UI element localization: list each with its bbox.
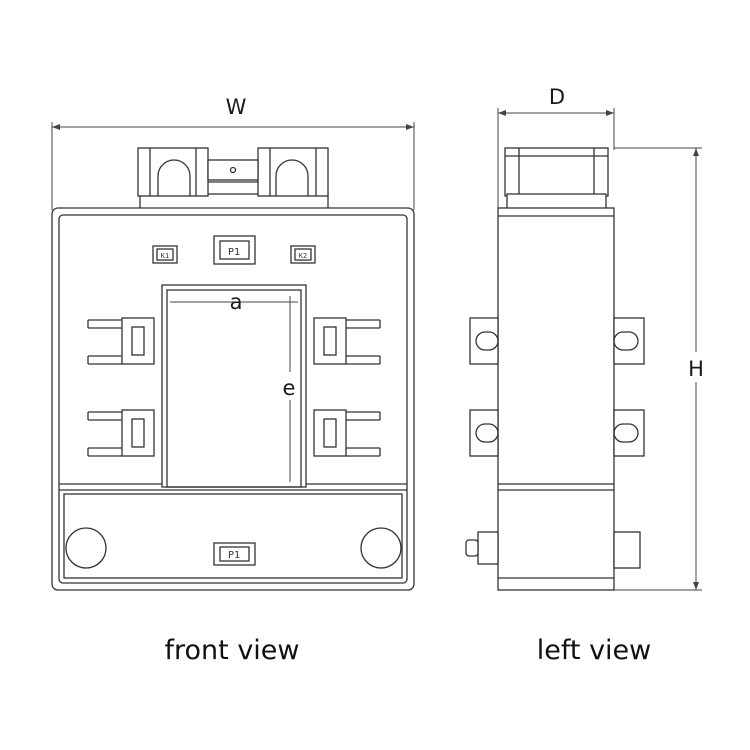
width-label: W (226, 95, 247, 119)
front-view-caption: front view (165, 635, 300, 666)
side-terminal-right-lower (613, 409, 645, 457)
height-dimension: H (614, 147, 710, 591)
mark-p1-center: P1 (213, 235, 256, 265)
depth-dimension: D (497, 85, 615, 210)
top-terminal-block (137, 147, 329, 211)
side-terminal-left-lower (469, 409, 499, 457)
window-height-dimension: e (278, 296, 300, 482)
mark-k2-label: K2 (299, 252, 307, 260)
left-view-caption: left view (537, 635, 652, 666)
depth-label: D (549, 85, 565, 109)
mounting-hole-left (65, 527, 107, 569)
height-label: H (688, 357, 704, 381)
side-stud-right (613, 531, 641, 569)
side-body (497, 207, 615, 591)
mark-k1-label: K1 (161, 252, 169, 260)
front-view: W (51, 95, 415, 666)
mark-k2: K2 (290, 245, 316, 264)
width-dimension: W (51, 95, 415, 210)
mark-p1-bottom: P1 (213, 542, 256, 566)
right-terminal-upper (313, 317, 381, 365)
left-terminal-lower (87, 409, 155, 457)
side-top-cap (504, 147, 609, 211)
side-terminal-right-upper (613, 317, 645, 365)
mark-k1: K1 (152, 245, 178, 264)
window-width-label: a (230, 290, 243, 314)
mounting-hole-right (360, 527, 402, 569)
mark-p1-bottom-label: P1 (228, 550, 240, 561)
right-terminal-lower (313, 409, 381, 457)
left-terminal-upper (87, 317, 155, 365)
side-terminal-left-upper (469, 317, 499, 365)
window-width-dimension: a (170, 290, 298, 314)
window-height-label: e (283, 376, 296, 400)
mark-p1-center-label: P1 (228, 247, 240, 258)
side-stud-left (465, 531, 499, 565)
left-view: D H (465, 85, 710, 666)
